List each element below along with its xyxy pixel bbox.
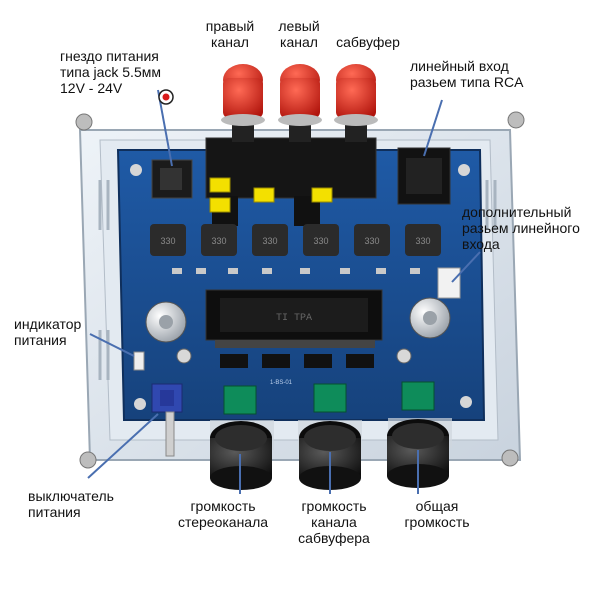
callout-pointers — [87, 89, 481, 494]
board-code: 1-BS-01 — [270, 380, 293, 386]
label-rca-input: линейный вход разьем типа RCA — [410, 58, 524, 90]
screw-icon — [75, 113, 93, 131]
capacitor-left — [145, 301, 187, 343]
binding-post-left — [278, 64, 322, 142]
rca-input-connector — [397, 147, 451, 205]
inductor-label: 330 — [364, 236, 379, 246]
capacitor-right — [409, 297, 451, 339]
label-stereo-volume: громкость стереоканала — [177, 498, 269, 530]
inductor-label: 330 — [211, 236, 226, 246]
screw-icon — [79, 451, 97, 469]
power-jack — [151, 159, 193, 199]
screw-icon — [507, 111, 525, 129]
power-switch — [151, 383, 183, 457]
label-aux-input: дополнительный разьем линейного входа — [462, 204, 580, 252]
label-power-switch: выключатель питания — [28, 488, 114, 520]
label-subwoofer-volume: громкость канала сабвуфера — [298, 498, 370, 546]
label-power-jack: гнездо питания типа jack 5.5мм 12V - 24V — [60, 48, 161, 96]
inductor-label: 330 — [160, 236, 175, 246]
power-led — [133, 351, 145, 371]
knob-master-volume — [387, 418, 452, 488]
svg-text:TI TPA: TI TPA — [276, 313, 312, 324]
amplifier-chip: TI TPA — [205, 289, 383, 348]
yellow-capacitors — [209, 177, 333, 213]
binding-post-subwoofer — [334, 64, 378, 142]
label-right-channel: правый канал — [205, 18, 255, 50]
label-master-volume: общая громкость — [404, 498, 470, 530]
aux-input-connector — [437, 267, 461, 299]
screw-icon — [501, 449, 519, 467]
knob-stereo-volume — [210, 420, 274, 490]
inductor-label: 330 — [415, 236, 430, 246]
small-capacitors — [176, 348, 412, 364]
label-left-channel: левый канал — [278, 18, 320, 50]
power-jack-marker — [158, 89, 174, 105]
label-power-indicator: индикатор питания — [14, 316, 82, 348]
potentiometers — [223, 381, 435, 415]
inductor-label: 330 — [313, 236, 328, 246]
binding-post-right — [221, 64, 265, 142]
inductor-label: 330 — [262, 236, 277, 246]
inductor-row: 330 330 330 330 330 330 — [150, 224, 441, 256]
label-subwoofer: сабвуфер — [336, 34, 400, 50]
